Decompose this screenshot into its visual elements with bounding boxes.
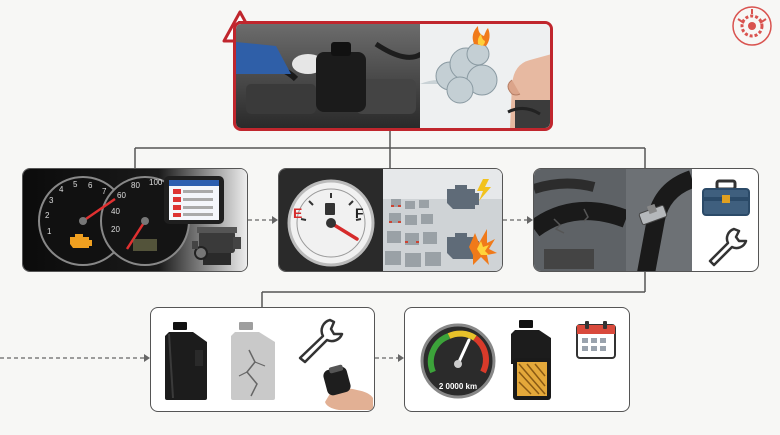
check-engine-light-icon xyxy=(70,234,92,248)
gauge-tick: 4 xyxy=(59,185,64,194)
hose-repair-panel xyxy=(533,168,759,272)
mechanic-checking-engine-oil-photo xyxy=(236,24,426,128)
gauge-tick: 40 xyxy=(111,207,120,216)
gauge-tick: 5 xyxy=(73,180,78,189)
engine-block-icon xyxy=(192,227,241,265)
dashboard-diagnostics-panel: 1 2 3 4 5 6 7 20 40 60 80 100 xyxy=(22,168,248,272)
gauge-tick: 1 xyxy=(47,227,52,236)
person-smelling-burning-smoke-photo xyxy=(420,24,550,128)
engine-explosion-icon xyxy=(447,229,497,265)
wrench-icon xyxy=(298,318,344,364)
new-oil-bottle-icon xyxy=(165,322,207,400)
maintenance-schedule-panel: 2 0000 km xyxy=(404,307,630,412)
oil-change-panel xyxy=(150,307,375,412)
fuel-empty-label: E xyxy=(293,205,303,221)
odometer-gauge-icon xyxy=(420,323,496,399)
odometer-reading: 2 0000 km xyxy=(438,382,478,391)
wrench-icon xyxy=(708,227,748,267)
oil-bottle-icon xyxy=(511,320,551,364)
oil-filter-icon xyxy=(513,358,551,400)
calendar-icon xyxy=(576,321,616,359)
gauge-tick: 20 xyxy=(111,225,120,234)
hand-holding-oil-filter-icon xyxy=(323,364,373,410)
gauge-tick: 3 xyxy=(49,196,54,205)
gauge-tick: 6 xyxy=(88,181,93,190)
tablet-diagnostics-icon xyxy=(164,176,224,224)
cracked-hose-photo xyxy=(534,169,626,271)
gauge-tick: 2 xyxy=(45,211,50,220)
hose-clamp-photo xyxy=(626,169,692,271)
gear-wheel-logo-icon xyxy=(732,6,772,46)
top-panel xyxy=(233,21,553,131)
fuel-gauge-icon xyxy=(279,169,383,271)
toolbox-icon xyxy=(702,179,750,216)
gauge-tick: 80 xyxy=(131,181,140,190)
gauge-tick: 60 xyxy=(117,191,126,200)
gauge-tick: 7 xyxy=(102,187,107,196)
fuel-traffic-panel: E F xyxy=(278,168,503,272)
gauge-tick: 100 xyxy=(149,178,163,187)
fuel-full-label: F xyxy=(355,205,364,221)
cracked-old-oil-bottle-icon xyxy=(231,322,275,400)
engine-spark-icon xyxy=(447,179,491,209)
